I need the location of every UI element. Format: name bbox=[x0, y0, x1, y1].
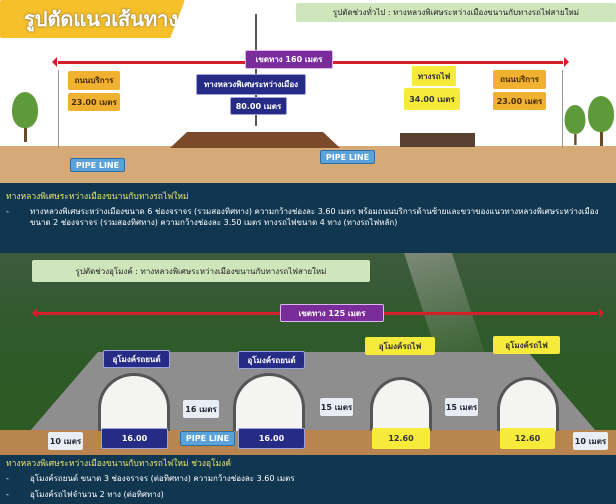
tunnel-section-label: รูปตัดช่วงอุโมงค์ : ทางหลวงพิเศษระหว่างเ… bbox=[32, 260, 370, 282]
edge-left: 10 เมตร bbox=[48, 432, 83, 450]
drawing-lines bbox=[58, 70, 563, 148]
road-tunnel-2-width: 16.00 bbox=[238, 428, 305, 449]
rail-tunnel-1-label: อุโมงค์รถไฟ bbox=[365, 337, 435, 355]
tunnel-notes-line-1: - อุโมงค์รถยนต์ ขนาด 3 ช่องจราจร (ต่อทิศท… bbox=[6, 473, 606, 484]
bullet: - bbox=[6, 490, 9, 499]
title-banner: รูปตัดแนวเส้นทาง bbox=[0, 0, 185, 38]
road-tunnel-1-width: 16.00 bbox=[101, 428, 168, 449]
tree-icon bbox=[12, 92, 38, 142]
rail-tunnel-2 bbox=[497, 377, 559, 431]
bullet: - bbox=[6, 207, 9, 216]
pipe-line-left: PIPE LINE bbox=[70, 158, 125, 172]
general-notes-line-1: - ทางหลวงพิเศษระหว่างเมืองขนาด 6 ช่องจราจ… bbox=[6, 206, 606, 217]
railway-bed bbox=[400, 133, 475, 147]
note-text: ขนาด 2 ช่องจราจร (รวมสองทิศทาง) ความกว้า… bbox=[30, 218, 398, 227]
right-service-road-width: 23.00 เมตร bbox=[493, 92, 546, 110]
general-notes-heading: ทางหลวงพิเศษระหว่างเมืองขนานกับทางรถไฟให… bbox=[6, 192, 189, 202]
gap-road-rail: 15 เมตร bbox=[320, 398, 353, 416]
lamp-post bbox=[255, 14, 257, 126]
gap-road-tunnels: 16 เมตร bbox=[183, 400, 219, 418]
road-tunnel-1 bbox=[98, 373, 170, 431]
left-service-road-label: ถนนบริการ bbox=[68, 71, 120, 90]
motorway-label: ทางหลวงพิเศษระหว่างเมือง bbox=[196, 74, 306, 95]
tree-icon bbox=[564, 105, 586, 145]
tunnel-notes: ทางหลวงพิเศษระหว่างเมืองขนานกับทางรถไฟให… bbox=[0, 455, 616, 504]
rail-tunnel-1-width: 12.60 bbox=[372, 428, 430, 449]
pipe-line-right: PIPE LINE bbox=[320, 150, 375, 164]
tunnel-notes-line-2: - อุโมงค์รถไฟจำนวน 2 ทาง (ต่อทิศทาง) bbox=[6, 489, 606, 500]
tunnel-pipe-line: PIPE LINE bbox=[180, 431, 235, 446]
railway-label: ทางรถไฟ bbox=[412, 66, 456, 86]
note-text: อุโมงค์รถยนต์ ขนาด 3 ช่องจราจร (ต่อทิศทา… bbox=[30, 474, 295, 483]
tunnel-notes-heading: ทางหลวงพิเศษระหว่างเมืองขนานกับทางรถไฟให… bbox=[6, 459, 232, 469]
rail-tunnel-2-label: อุโมงค์รถไฟ bbox=[493, 336, 560, 354]
rail-tunnel-1 bbox=[370, 377, 432, 431]
right-of-way-label: เขตทาง 160 เมตร bbox=[245, 50, 333, 69]
tunnel-cross-section: รูปตัดช่วงอุโมงค์ : ทางหลวงพิเศษระหว่างเ… bbox=[0, 253, 616, 455]
road-tunnel-2-label: อุโมงค์รถยนต์ bbox=[238, 351, 305, 369]
note-text: ทางหลวงพิเศษระหว่างเมืองขนาด 6 ช่องจราจร… bbox=[30, 207, 599, 216]
tunnel-right-of-way-label: เขตทาง 125 เมตร bbox=[280, 304, 384, 322]
motorway-width: 80.00 เมตร bbox=[230, 97, 287, 115]
road-tunnel-2 bbox=[233, 373, 305, 431]
general-cross-section: รูปตัดแนวเส้นทาง รูปตัดช่วงทั่วไป : ทางห… bbox=[0, 0, 616, 183]
edge-right: 10 เมตร bbox=[573, 432, 608, 450]
railway-width: 34.00 เมตร bbox=[404, 88, 460, 110]
bullet: - bbox=[6, 474, 9, 483]
left-service-road-width: 23.00 เมตร bbox=[68, 93, 120, 111]
motorway-embankment bbox=[170, 132, 340, 148]
tree-icon bbox=[588, 96, 614, 146]
road-tunnel-1-label: อุโมงค์รถยนต์ bbox=[103, 350, 170, 368]
right-service-road-label: ถนนบริการ bbox=[493, 70, 546, 89]
general-section-label: รูปตัดช่วงทั่วไป : ทางหลวงพิเศษระหว่างเม… bbox=[296, 3, 616, 22]
general-notes-line-2: ขนาด 2 ช่องจราจร (รวมสองทิศทาง) ความกว้า… bbox=[6, 217, 606, 228]
general-notes: ทางหลวงพิเศษระหว่างเมืองขนานกับทางรถไฟให… bbox=[0, 183, 616, 253]
rail-tunnel-2-width: 12.60 bbox=[500, 428, 555, 449]
note-text: อุโมงค์รถไฟจำนวน 2 ทาง (ต่อทิศทาง) bbox=[30, 490, 164, 499]
gap-rail-tunnels: 15 เมตร bbox=[445, 398, 478, 416]
